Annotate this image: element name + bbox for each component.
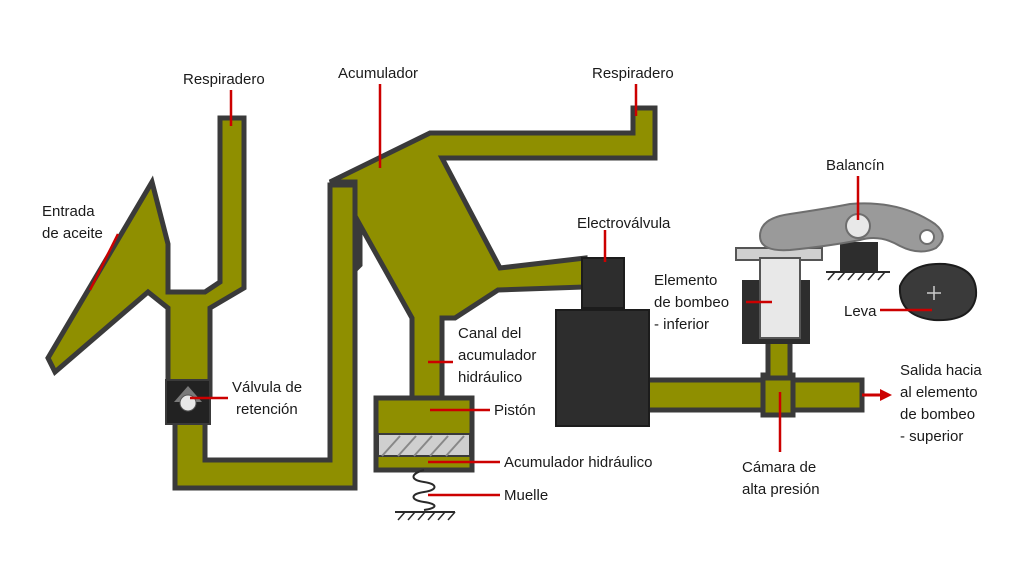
label-electrovalvula: Electroválvula (577, 215, 671, 232)
label-valvula-line1: Válvula de (232, 379, 302, 396)
high-pressure-chamber (760, 372, 796, 418)
label-salida-line2: al elemento (900, 384, 978, 401)
label-camara-line2: alta presión (742, 481, 820, 498)
accumulator-body (328, 105, 658, 401)
label-muelle: Muelle (504, 487, 548, 504)
left-inlet-funnel (45, 115, 247, 399)
cam (898, 262, 978, 322)
label-elemento-line1: Elemento (654, 272, 717, 289)
oil-circuit (45, 105, 865, 491)
label-entrada-line1: Entrada (42, 203, 95, 220)
labels: Respiradero Acumulador Respiradero Entra… (42, 65, 982, 504)
label-elemento-line2: de bombeo (654, 294, 729, 311)
pump-element (735, 247, 823, 344)
label-balancin: Balancín (826, 157, 884, 174)
leader-lines (88, 84, 932, 497)
solenoid-valve (555, 257, 650, 427)
label-canal-line2: acumulador (458, 347, 536, 364)
label-salida-line3: de bombeo (900, 406, 975, 423)
high-pressure-line (637, 377, 865, 413)
label-acumulador-hidraulico: Acumulador hidráulico (504, 454, 652, 471)
label-elemento-line3: - inferior (654, 316, 709, 333)
label-valvula-line2: retención (236, 401, 298, 418)
label-acumulador: Acumulador (338, 65, 418, 82)
label-canal-line1: Canal del (458, 325, 521, 342)
label-leva: Leva (844, 303, 877, 320)
check-valve (165, 379, 211, 425)
rocker-arm (758, 202, 944, 281)
pump-connector (765, 337, 793, 381)
label-respiradero-right: Respiradero (592, 65, 674, 82)
hydraulic-piston (377, 433, 471, 457)
label-respiradero-left: Respiradero (183, 71, 265, 88)
label-camara-line1: Cámara de (742, 459, 816, 476)
label-salida-line1: Salida hacia (900, 362, 982, 379)
label-salida-line4: - superior (900, 428, 963, 445)
label-entrada-line2: de aceite (42, 225, 103, 242)
label-canal-line3: hidráulico (458, 369, 522, 386)
spring (395, 469, 456, 521)
output-arrow (862, 389, 892, 401)
label-piston: Pistón (494, 402, 536, 419)
